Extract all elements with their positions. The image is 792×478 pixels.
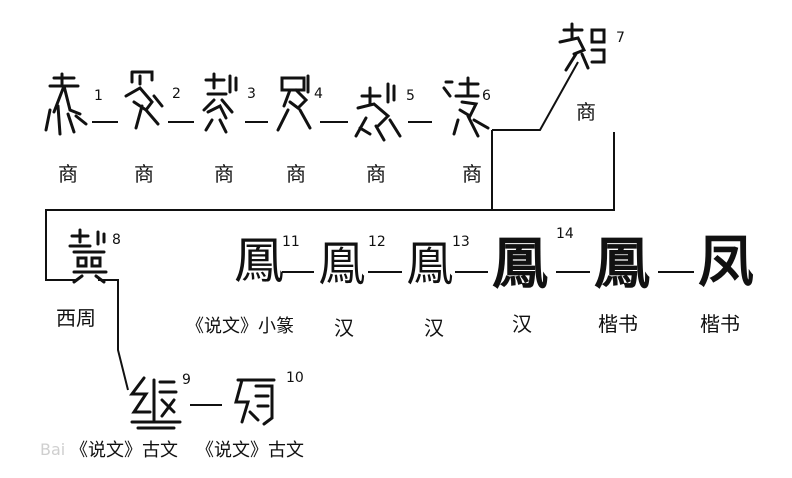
clerical-glyph-14: 鳳 <box>492 231 548 297</box>
form-number: 1 <box>94 88 103 104</box>
form-number: 14 <box>556 226 574 242</box>
source-label: 《说文》古文 <box>70 440 178 461</box>
era-label: 商 <box>134 162 154 186</box>
regular-glyph-traditional: 鳳 <box>594 231 650 297</box>
era-label: 汉 <box>512 312 532 336</box>
oracle-glyph-2 <box>124 70 164 130</box>
connector-6-8 <box>45 132 615 281</box>
oracle-glyph-7 <box>558 22 606 72</box>
form-number: 3 <box>247 86 256 102</box>
era-label: 商 <box>214 162 234 186</box>
connector-bracket-top <box>491 130 614 211</box>
script-style-label: 楷书 <box>598 312 638 336</box>
oracle-glyph-1 <box>44 72 88 136</box>
form-number: 5 <box>406 88 415 104</box>
form-number: 4 <box>314 86 323 102</box>
form-number: 11 <box>282 234 300 250</box>
connector-8-9 <box>98 279 129 391</box>
guwen-glyph-10 <box>234 378 276 426</box>
script-style-label: 楷书 <box>700 312 740 336</box>
bronze-glyph-8 <box>68 228 108 284</box>
era-label: 西周 <box>56 306 96 330</box>
era-label: 商 <box>462 162 482 186</box>
guwen-glyph-9 <box>129 376 182 430</box>
oracle-glyph-3 <box>202 72 238 134</box>
era-label: 汉 <box>424 316 444 340</box>
form-number: 7 <box>616 30 625 46</box>
form-number: 13 <box>452 234 470 250</box>
era-label: 商 <box>58 162 78 186</box>
form-number: 8 <box>112 232 121 248</box>
form-number: 6 <box>482 88 491 104</box>
oracle-glyph-6 <box>442 76 490 138</box>
form-number: 12 <box>368 234 386 250</box>
form-number: 2 <box>172 86 181 102</box>
seal-glyph-11: 鳳 <box>234 232 284 290</box>
watermark: Bai <box>40 440 66 459</box>
oracle-glyph-4 <box>276 74 312 132</box>
form-number: 10 <box>286 370 304 386</box>
oracle-glyph-5 <box>354 82 402 142</box>
era-label: 商 <box>576 100 596 124</box>
era-label: 汉 <box>334 316 354 340</box>
form-number: 9 <box>182 372 191 388</box>
clerical-glyph-13: 鳯 <box>406 236 455 292</box>
connector-6-7 <box>492 61 579 131</box>
era-label: 商 <box>366 162 386 186</box>
source-label: 《说文》古文 <box>196 440 304 461</box>
regular-glyph-simplified: 凤 <box>698 229 754 295</box>
era-label: 商 <box>286 162 306 186</box>
source-label: 《说文》小篆 <box>186 316 294 337</box>
clerical-glyph-12: 鳯 <box>318 236 367 292</box>
